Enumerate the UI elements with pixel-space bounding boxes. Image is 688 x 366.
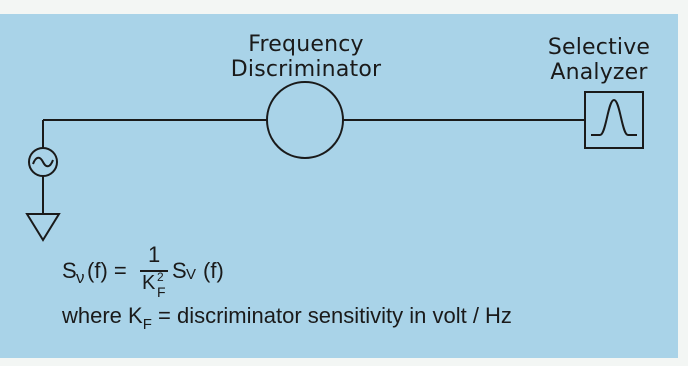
analyzer-label-line1: Selective: [547, 35, 651, 60]
formula-den-sub: F: [157, 284, 166, 300]
analyzer-box: [584, 91, 644, 149]
formula-lhs-arg: (f) =: [87, 258, 127, 283]
formula-lhs-sub: ν: [76, 268, 85, 287]
formula-lhs: S: [62, 258, 77, 283]
border-right: [678, 0, 688, 366]
ground-icon: [25, 213, 61, 242]
formula-denominator: K: [142, 272, 156, 294]
where-sub: F: [142, 316, 152, 333]
fraction-bar: [140, 270, 168, 272]
where-text: = discriminator sensitivity in volt / Hz: [151, 303, 512, 328]
border-top: [0, 0, 688, 14]
border-bottom: [0, 358, 688, 366]
discriminator-label-line2: Discriminator: [230, 57, 382, 82]
discriminator-label-line1: Frequency: [248, 32, 364, 57]
where-definition: where KF = discriminator sensitivity in …: [62, 303, 512, 333]
formula-rhs-arg: (f): [203, 258, 224, 283]
discriminator-circle-icon: [266, 81, 344, 159]
where-prefix: where K: [62, 303, 143, 328]
formula-numerator: 1: [148, 242, 161, 267]
formula-den-sup: 2: [157, 270, 164, 284]
bandpass-peak-icon: [591, 98, 637, 136]
analyzer-label-line2: Analyzer: [550, 60, 648, 85]
sine-source-icon: [28, 147, 58, 177]
formula-rhs: S: [172, 258, 187, 283]
formula-rhs-sub: V: [186, 266, 197, 283]
